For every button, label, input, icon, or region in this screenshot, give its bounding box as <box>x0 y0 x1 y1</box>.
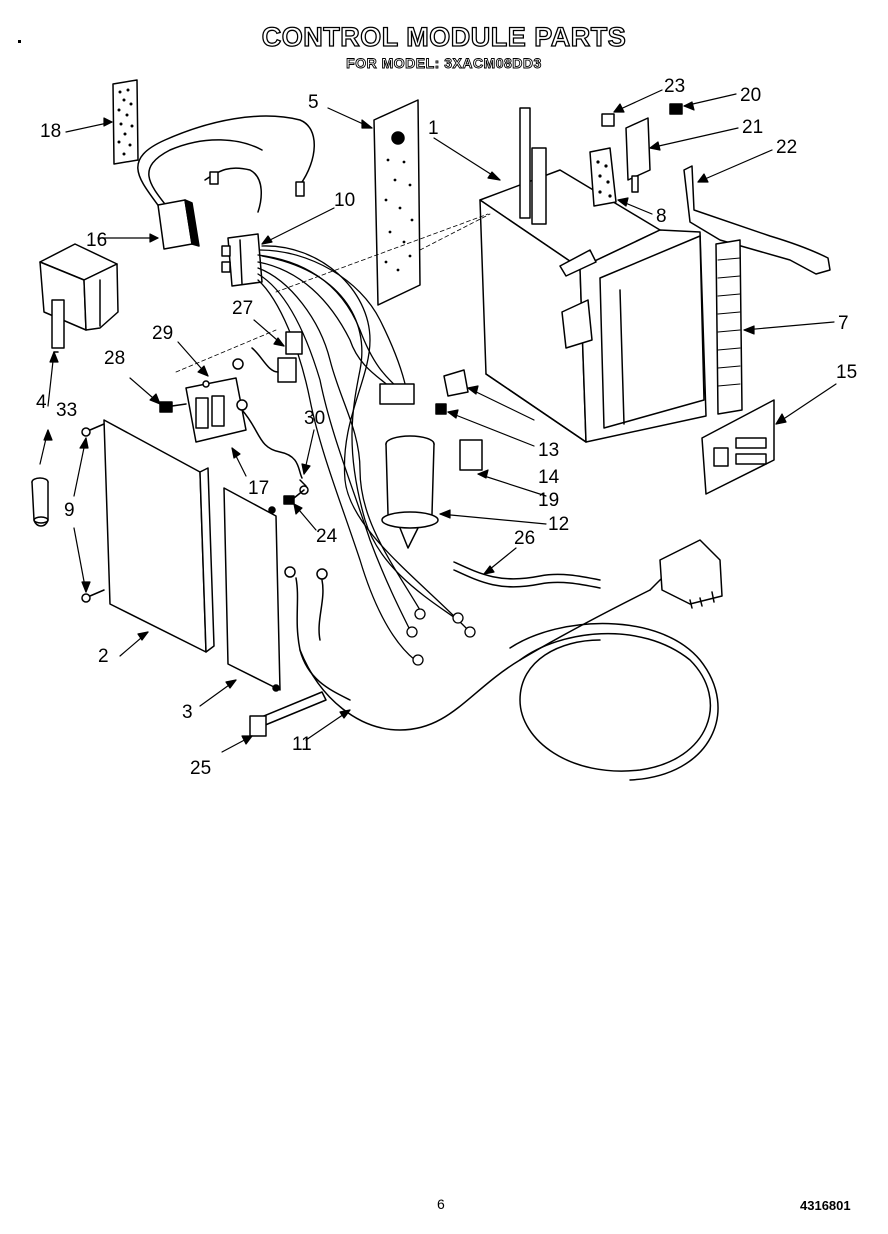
part-1-housing <box>479 107 707 443</box>
part-18-pad <box>112 79 139 165</box>
document-number: 4316801 <box>800 1198 851 1213</box>
part-25-tie <box>249 691 327 737</box>
callout-19: 19 <box>538 490 560 511</box>
part-11-power-cord <box>299 539 723 781</box>
callout-9-top: 9 <box>64 500 75 521</box>
diagram-title: CONTROL MODULE PARTS <box>261 21 627 52</box>
part-17-terminal-block <box>185 358 303 479</box>
callout-16: 16 <box>86 230 108 251</box>
callout-17: 17 <box>248 478 270 499</box>
part-23-clip <box>601 113 615 127</box>
callout-21: 21 <box>742 117 764 138</box>
part-19-block <box>459 439 483 471</box>
callout-33: 33 <box>56 400 78 421</box>
callout-7: 7 <box>838 313 849 334</box>
callout-18: 18 <box>40 121 62 142</box>
wire-bundle <box>257 245 476 666</box>
callout-13: 13 <box>538 440 560 461</box>
part-14-screw <box>435 403 447 415</box>
callout-20: 20 <box>740 85 762 106</box>
callout-25: 25 <box>190 758 212 779</box>
callout-2: 2 <box>98 646 109 667</box>
corner-mark <box>18 40 21 43</box>
leader-lines <box>39 89 837 753</box>
part-22-rail <box>683 165 831 275</box>
callout-30: 30 <box>304 408 326 429</box>
part-28-screw <box>159 401 187 413</box>
callout-24: 24 <box>316 526 338 547</box>
part-10-switch <box>221 233 263 287</box>
part-5-panel <box>373 99 421 306</box>
callout-11: 11 <box>292 734 312 755</box>
part-12-capacitor <box>379 383 439 549</box>
callout-4: 4 <box>36 392 47 413</box>
part-9-screws <box>81 423 105 603</box>
callout-10: 10 <box>334 190 356 211</box>
part-7-strip <box>715 239 743 415</box>
callout-27: 27 <box>232 298 254 319</box>
model-subtitle: FOR MODEL: 3XACM08DD3 <box>346 55 542 72</box>
callout-12: 12 <box>548 514 570 535</box>
part-16-harness <box>137 115 315 250</box>
callout-28: 28 <box>104 348 126 369</box>
part-26-tube <box>453 561 601 589</box>
callout-14: 14 <box>538 467 560 488</box>
part-15-label <box>701 399 775 495</box>
part-4-bracket <box>39 243 119 353</box>
callout-8: 8 <box>656 206 667 227</box>
page-number: 6 <box>437 1196 445 1212</box>
callout-15: 15 <box>836 362 858 383</box>
callout-23: 23 <box>664 76 686 97</box>
part-8-mesh <box>589 147 617 207</box>
callout-3: 3 <box>182 702 193 723</box>
part-2-cover <box>103 419 215 653</box>
part-13-clip <box>443 369 469 397</box>
part-21-bracket <box>625 117 651 193</box>
callout-1: 1 <box>428 118 439 139</box>
callout-26: 26 <box>514 528 536 549</box>
part-33-bushing <box>31 477 49 527</box>
part-27-connectors <box>251 331 303 383</box>
part-3-board <box>223 487 351 701</box>
callout-29: 29 <box>152 323 174 344</box>
part-20-screw <box>669 103 683 115</box>
part-24-screw <box>283 489 305 505</box>
callout-22: 22 <box>776 137 798 158</box>
callout-5: 5 <box>308 92 319 113</box>
alignment-lines <box>175 213 491 373</box>
